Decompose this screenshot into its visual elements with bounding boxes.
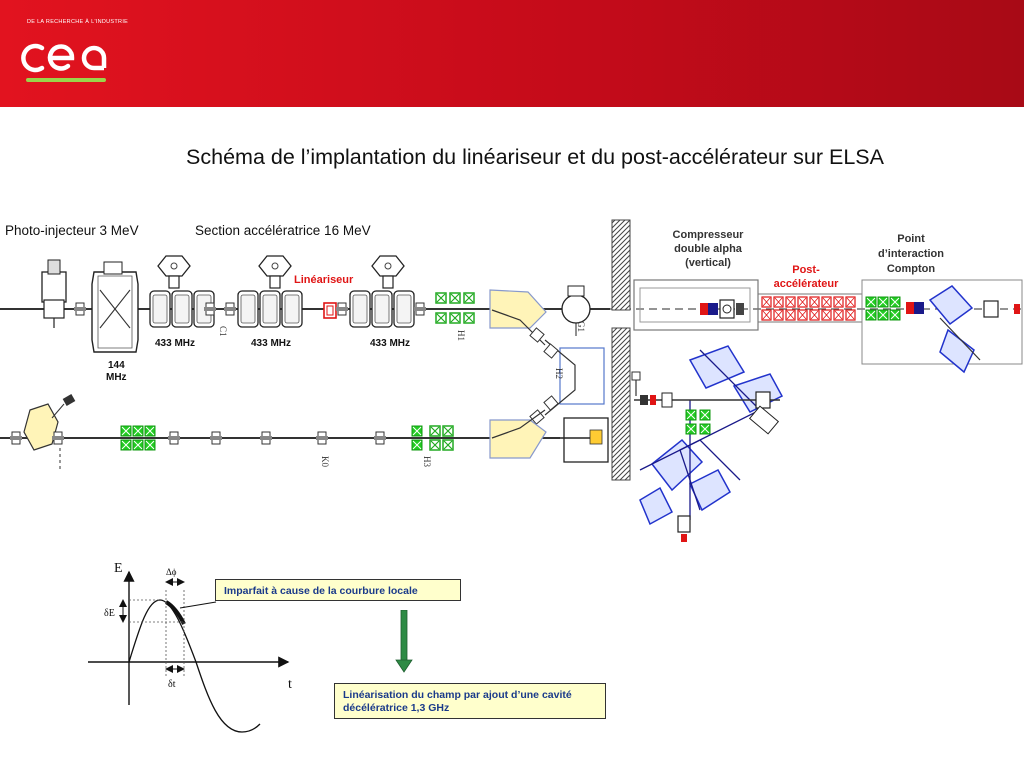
freq-144-label-1: 144 bbox=[108, 360, 125, 371]
compressor-label-1: Compresseur bbox=[673, 229, 745, 241]
linearisation-note: Linéarisation du champ par ajout d’une c… bbox=[334, 683, 606, 719]
compressor-label-2: double alpha bbox=[674, 243, 743, 255]
compressor-label-3: (vertical) bbox=[685, 257, 731, 269]
shielding-wall-top bbox=[611, 219, 631, 311]
chicane-h2 bbox=[529, 327, 605, 425]
compton-laser-line bbox=[631, 371, 780, 542]
photoinjector-label: Photo-injecteur 3 MeV bbox=[5, 223, 139, 238]
plot-delta-phi: Δϕ bbox=[166, 567, 177, 577]
freq-433-label-b: 433 MHz bbox=[251, 338, 291, 349]
cea-logo bbox=[21, 43, 107, 82]
freq-144-label-2: MHz bbox=[106, 372, 127, 383]
chamber-g1 bbox=[561, 285, 591, 336]
dipole-lower bbox=[489, 419, 547, 459]
plot-delta-t: δt bbox=[168, 679, 176, 690]
header-banner: DE LA RECHERCHE À L'INDUSTRIE bbox=[0, 0, 1024, 107]
accel-structure-3 bbox=[349, 255, 415, 328]
compton-label-2: d’interaction bbox=[878, 248, 944, 260]
plot-delta-e: δE bbox=[104, 608, 115, 619]
tag-k0: K0 bbox=[320, 456, 330, 467]
compton-box bbox=[861, 279, 1023, 365]
tag-g1: G1 bbox=[576, 321, 586, 332]
accel-section-label: Section accélératrice 16 MeV bbox=[195, 223, 371, 238]
compressor-elements bbox=[700, 299, 744, 319]
post-accel-label-1: Post- bbox=[792, 264, 820, 276]
accel-structure-2 bbox=[237, 255, 303, 328]
tag-h2: H2 bbox=[554, 368, 564, 379]
dipole-top bbox=[489, 289, 547, 329]
imperfection-note: Imparfait à cause de la courbure locale bbox=[215, 579, 461, 601]
bunch-segment bbox=[164, 600, 186, 625]
note-connector bbox=[179, 601, 217, 609]
down-arrow bbox=[395, 610, 413, 673]
tag-c1: C1 bbox=[218, 326, 228, 337]
photoinjector-gun bbox=[41, 259, 67, 328]
slide-title: Schéma de l’implantation du linéariseur … bbox=[186, 145, 884, 169]
freq-433-label-c: 433 MHz bbox=[370, 338, 410, 349]
plot-xlabel: t bbox=[288, 677, 292, 692]
cavity-144mhz bbox=[91, 261, 139, 353]
beamline-schema: Photo-injecteur 3 MeV Section accélératr… bbox=[0, 219, 1024, 542]
energy-phase-plot: E t Δϕ δE δt bbox=[88, 561, 292, 733]
plot-ylabel: E bbox=[114, 561, 123, 576]
compton-elements bbox=[906, 285, 1020, 374]
linearizer-label: Linéariseur bbox=[294, 274, 354, 286]
linearizer-cavity bbox=[323, 302, 337, 319]
beam-dump bbox=[560, 417, 609, 463]
rf-field-curve bbox=[128, 599, 261, 733]
compton-label-1: Point bbox=[897, 233, 925, 245]
post-accel-label-2: accélérateur bbox=[774, 278, 840, 290]
logo-tagline: DE LA RECHERCHE À L'INDUSTRIE bbox=[27, 19, 129, 25]
accel-structure-1 bbox=[149, 255, 215, 328]
freq-433-label-a: 433 MHz bbox=[155, 338, 195, 349]
shielding-wall-bottom bbox=[611, 327, 631, 481]
lower-line-gun bbox=[9, 394, 76, 470]
tag-h3: H3 bbox=[422, 456, 432, 467]
compton-label-3: Compton bbox=[887, 263, 936, 275]
tag-h1: H1 bbox=[456, 330, 466, 341]
